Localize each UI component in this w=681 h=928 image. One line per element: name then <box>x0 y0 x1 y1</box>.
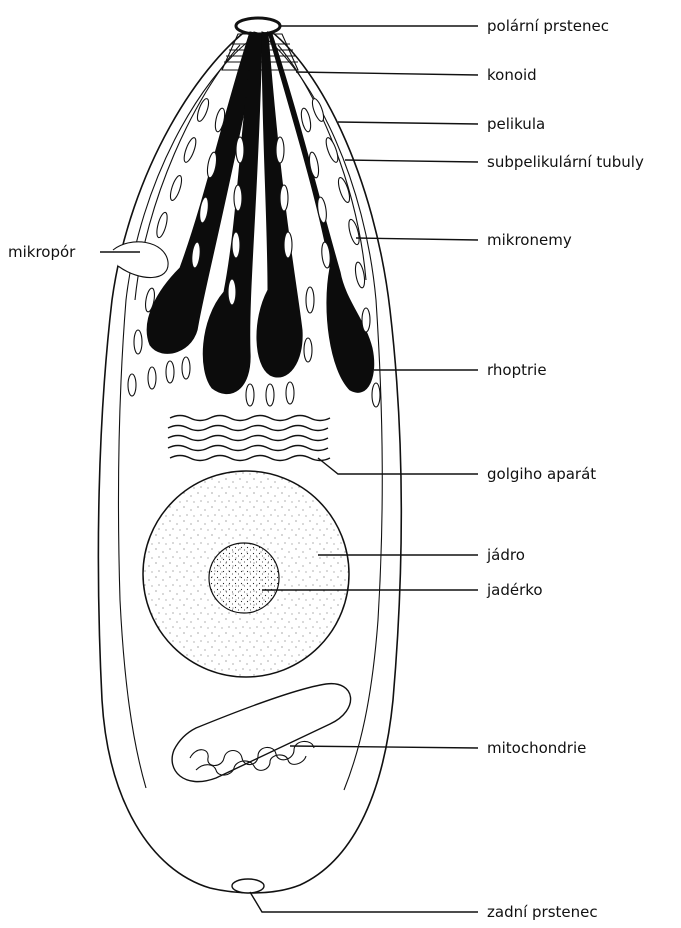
label-posterior-ring: zadní prstenec <box>487 903 598 921</box>
golgi-apparatus <box>168 416 330 461</box>
label-mitochondrion: mitochondrie <box>487 739 586 757</box>
label-polar-ring: polární prstenec <box>487 17 609 35</box>
label-micronemes: mikronemy <box>487 231 572 249</box>
label-nucleolus: jadérko <box>486 581 543 599</box>
rhoptries <box>147 32 374 394</box>
label-subpellicular-tubules: subpelikulární tubuly <box>487 153 644 171</box>
label-golgi: golgiho aparát <box>487 465 596 483</box>
inner-pellicle-line-right <box>268 40 382 790</box>
polar-ring <box>236 18 280 34</box>
label-conoid: konoid <box>487 66 537 84</box>
rhoptry-3 <box>257 32 302 377</box>
leader-lines <box>100 26 478 912</box>
label-nucleus: jádro <box>486 546 525 564</box>
mitochondrion <box>172 684 350 782</box>
nucleolus <box>209 543 279 613</box>
label-pellicle: pelikula <box>487 115 545 133</box>
label-rhoptries: rhoptrie <box>487 361 547 379</box>
posterior-ring <box>232 879 264 893</box>
micropore <box>113 242 168 278</box>
label-micropore: mikropór <box>8 243 76 261</box>
